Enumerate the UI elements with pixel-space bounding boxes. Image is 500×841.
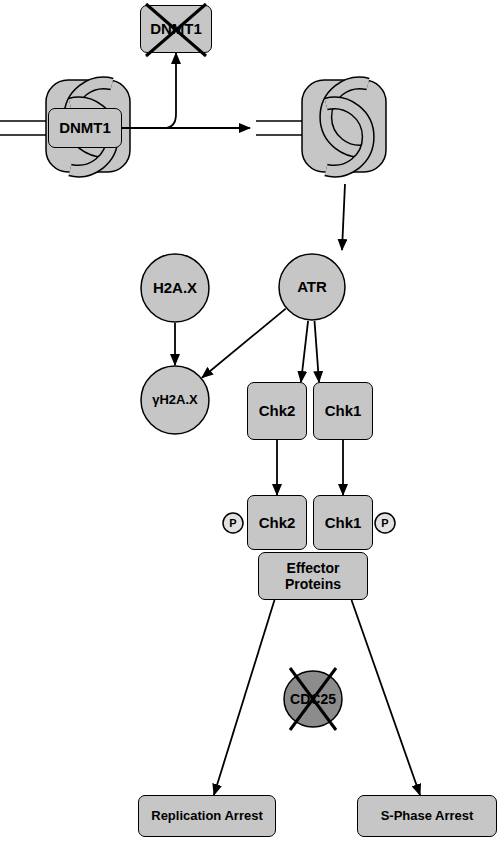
process-arrow (314, 321, 319, 382)
kinase-box: Chk2 (247, 382, 307, 440)
cross-out (146, 4, 206, 56)
nucleosome (0, 80, 130, 172)
dna-strand (256, 134, 305, 136)
phosphatase-ellipse: CDC25 (283, 670, 343, 728)
dna-strand (0, 120, 50, 122)
cross-out (290, 668, 336, 730)
ellipse-shape (279, 254, 345, 320)
process-arrow (122, 53, 176, 128)
node-label: Chk1 (322, 514, 365, 531)
cross-line (290, 668, 336, 730)
process-arrow (174, 323, 176, 365)
process-arrow (214, 600, 275, 795)
phosphate-circle: P (374, 512, 396, 534)
dna-wrap (326, 103, 368, 171)
node-label: Chk1 (322, 402, 365, 419)
cross-line (146, 4, 206, 56)
node-label: Chk2 (256, 514, 299, 531)
ellipse-shape (375, 513, 395, 533)
process-arrow (352, 600, 421, 795)
outcome-box: Replication Arrest (138, 795, 276, 837)
cross-line (290, 668, 336, 730)
protein-circle: H2A.X (140, 253, 210, 323)
kinase-box: Chk2 (247, 495, 307, 550)
node-label: CDC25 (287, 691, 339, 707)
node-label: H2A.X (150, 279, 200, 296)
protein-circle: γH2A.X (140, 365, 210, 435)
node-label: Chk2 (256, 402, 299, 419)
node-label: DNMT1 (56, 119, 114, 136)
process-arrow (342, 184, 345, 250)
kinase-box: Chk1 (313, 495, 373, 550)
process-arrow (342, 440, 344, 495)
node-label: DNMT1 (147, 20, 205, 37)
ellipse-shape (223, 513, 243, 533)
ellipse-shape (284, 671, 342, 727)
node-label: P (226, 517, 239, 530)
histone-core (302, 80, 386, 172)
ellipse-shape (141, 366, 209, 434)
dna-strand (256, 120, 305, 122)
dna-strand (0, 134, 50, 136)
nucleosome (256, 80, 386, 172)
process-box: DNMT1 (140, 5, 212, 53)
kinase-box: Chk1 (313, 382, 373, 440)
node-label: P (378, 517, 391, 530)
kinase-circle: ATR (278, 253, 346, 321)
process-arrow (276, 440, 278, 495)
ellipse-shape (141, 254, 209, 322)
node-label: γH2A.X (149, 393, 201, 408)
node-label: S-Phase Arrest (378, 809, 477, 824)
cross-line (146, 4, 206, 56)
phosphate-circle: P (222, 512, 244, 534)
dna-wrap (326, 103, 368, 171)
process-arrow (202, 309, 286, 378)
process-arrow (301, 321, 308, 382)
node-label: ATR (294, 278, 330, 295)
outcome-box: S-Phase Arrest (357, 795, 497, 837)
enzyme-box: DNMT1 (48, 108, 122, 148)
histone-core (46, 80, 130, 172)
effector-box: Effector Proteins (258, 552, 368, 600)
node-label: Effector Proteins (259, 560, 367, 592)
node-label: Replication Arrest (148, 809, 266, 824)
